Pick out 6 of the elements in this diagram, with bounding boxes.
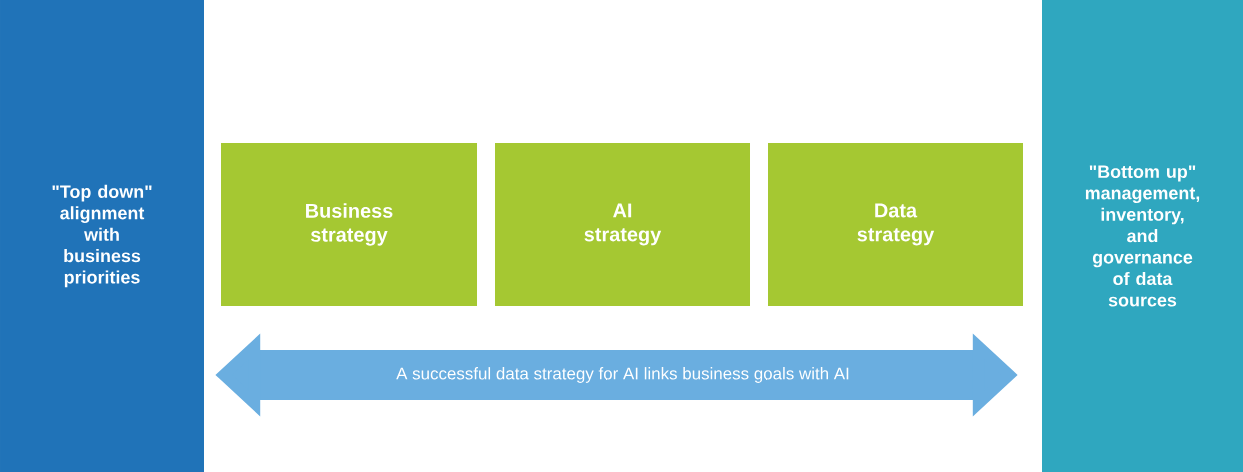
strategy-box: Data strategy (768, 143, 1023, 306)
strategy-box: AI strategy (495, 143, 750, 306)
side-band: "Top down" alignment with business priorities (0, 0, 204, 472)
edge-label: A successful data strategy for AI links business goals with AI (396, 367, 849, 383)
side-band: "Bottom up" management, inventory, and governance of data sources (1042, 0, 1243, 472)
strategy-box: Business strategy (221, 143, 477, 306)
